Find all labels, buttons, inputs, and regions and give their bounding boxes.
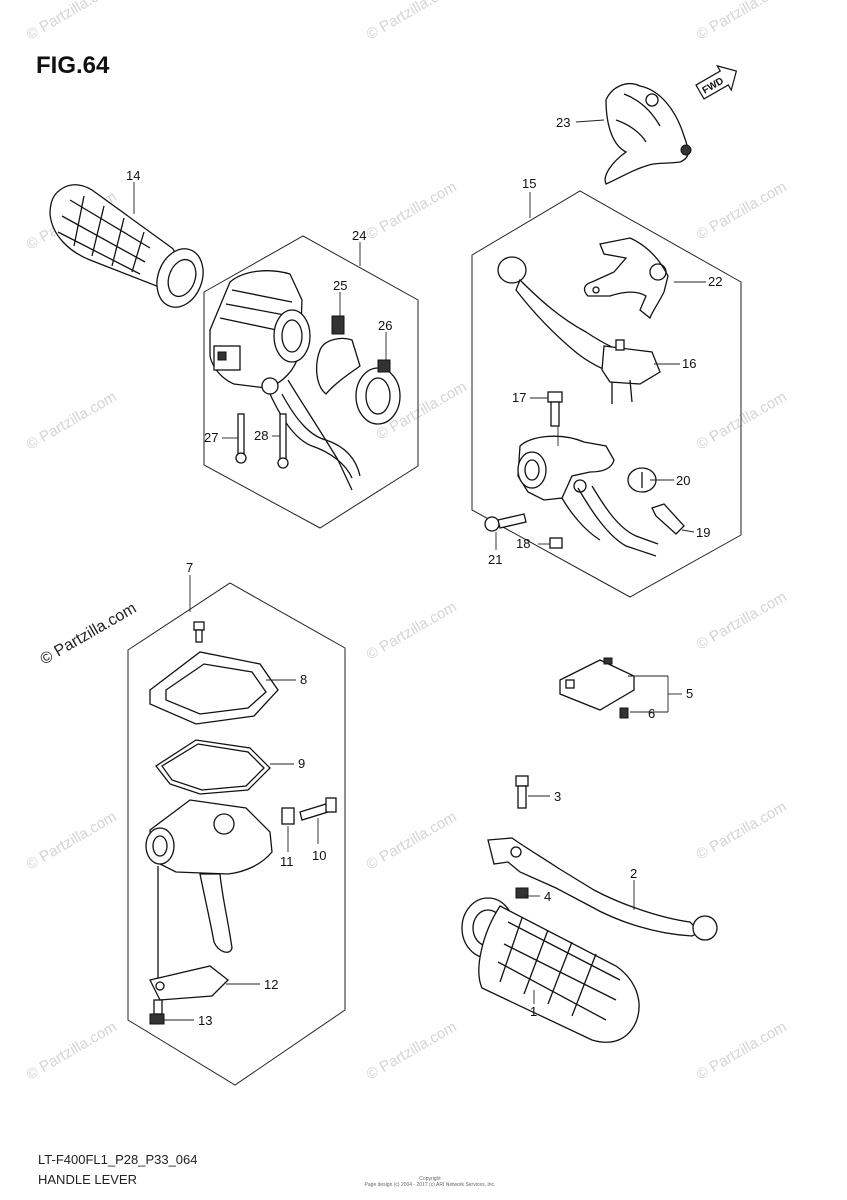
callout-18: 18 xyxy=(516,536,530,551)
watermark: © Partzilla.com xyxy=(694,1018,790,1083)
callout-27: 27 xyxy=(204,430,218,445)
callout-8: 8 xyxy=(300,672,307,687)
callout-1: 1 xyxy=(530,1004,537,1019)
part-9-gasket xyxy=(155,739,271,795)
callout-11: 11 xyxy=(280,854,294,869)
part-18-nut xyxy=(549,537,563,549)
part-15-holder xyxy=(517,435,659,557)
watermark: © Partzilla.com xyxy=(364,1018,460,1083)
part-5-switch xyxy=(559,657,635,711)
watermark: © Partzilla.com xyxy=(24,808,120,873)
part-8-cover xyxy=(149,651,279,725)
part-6-screw xyxy=(619,707,629,719)
callout-14: 14 xyxy=(126,168,140,183)
watermark: © Partzilla.com xyxy=(364,808,460,873)
callout-9: 9 xyxy=(298,756,305,771)
watermark: © Partzilla.com xyxy=(364,178,460,243)
part-1-grip-right xyxy=(461,897,640,1043)
leader-lines xyxy=(133,119,706,1021)
part-22-bracket xyxy=(583,237,669,320)
group-frame-7 xyxy=(127,582,346,1086)
callout-23: 23 xyxy=(556,115,570,130)
part-11-nut xyxy=(281,807,295,825)
watermark: © Partzilla.com xyxy=(24,0,120,43)
copyright-line: Copyright xyxy=(419,1176,441,1182)
callout-21: 21 xyxy=(488,552,502,567)
model-code: LT-F400FL1_P28_P33_064 xyxy=(38,1152,198,1167)
callout-3: 3 xyxy=(554,789,561,804)
callout-20: 20 xyxy=(676,473,690,488)
callout-24: 24 xyxy=(352,228,366,243)
part-12-plate xyxy=(149,965,229,1001)
section-title: HANDLE LEVER xyxy=(38,1172,137,1187)
callout-10: 10 xyxy=(312,848,326,863)
watermark: © Partzilla.com xyxy=(364,598,460,663)
figure-label: FIG.64 xyxy=(36,52,110,79)
callout-17: 17 xyxy=(512,390,526,405)
part-23-cover xyxy=(604,83,692,185)
callout-4: 4 xyxy=(544,889,551,904)
callout-28: 28 xyxy=(254,428,268,443)
part-4-nut xyxy=(515,887,529,899)
part-3-pin xyxy=(515,775,529,809)
part-28-screw xyxy=(277,413,289,469)
forward-direction-badge: FWD xyxy=(695,64,738,100)
callout-12: 12 xyxy=(264,977,278,992)
watermark: © Partzilla.com xyxy=(24,388,120,453)
watermark: © Partzilla.com xyxy=(694,588,790,653)
part-7-master-cylinder xyxy=(145,799,273,980)
part-2-lever xyxy=(487,837,718,941)
part-21-bolt xyxy=(484,513,527,532)
callout-2: 2 xyxy=(630,866,637,881)
watermark: © Partzilla.com xyxy=(24,1018,120,1083)
callout-labels: 14 23 24 25 26 27 28 15 22 16 17 20 19 2… xyxy=(126,115,722,1028)
part-13-bolt xyxy=(149,999,165,1025)
part-10-bolt xyxy=(299,797,337,821)
callout-16: 16 xyxy=(682,356,696,371)
callout-6: 6 xyxy=(648,706,655,721)
part-15-brake-lever xyxy=(497,256,661,404)
callout-7: 7 xyxy=(186,560,193,575)
callout-26: 26 xyxy=(378,318,392,333)
part-14-grip-left xyxy=(49,184,204,308)
copyright-notice: Copyright Page design (c) 2004 - 2017 (c… xyxy=(360,1176,500,1188)
group-frame-15 xyxy=(471,190,742,598)
part-25-clamp xyxy=(315,315,361,395)
part-27-screw xyxy=(235,413,247,464)
watermark: © Partzilla.com xyxy=(694,178,790,243)
watermark-large: © Partzilla.com xyxy=(38,600,140,669)
part-19-bleeder xyxy=(651,503,685,535)
callout-5: 5 xyxy=(686,686,693,701)
watermark: © Partzilla.com xyxy=(364,0,460,43)
copyright-line: Page design (c) 2004 - 2017 (c) ARI Netw… xyxy=(364,1182,496,1188)
watermark: © Partzilla.com xyxy=(694,0,790,43)
callout-15: 15 xyxy=(522,176,536,191)
watermark: © Partzilla.com xyxy=(694,798,790,863)
callout-22: 22 xyxy=(708,274,722,289)
callout-13: 13 xyxy=(198,1013,212,1028)
part-26-ring xyxy=(355,359,401,425)
group-frame-24 xyxy=(203,235,419,529)
watermark: © Partzilla.com xyxy=(694,388,790,453)
part-7-screw xyxy=(193,621,205,643)
part-17-bolt xyxy=(547,391,563,427)
callout-19: 19 xyxy=(696,525,710,540)
callout-25: 25 xyxy=(333,278,347,293)
